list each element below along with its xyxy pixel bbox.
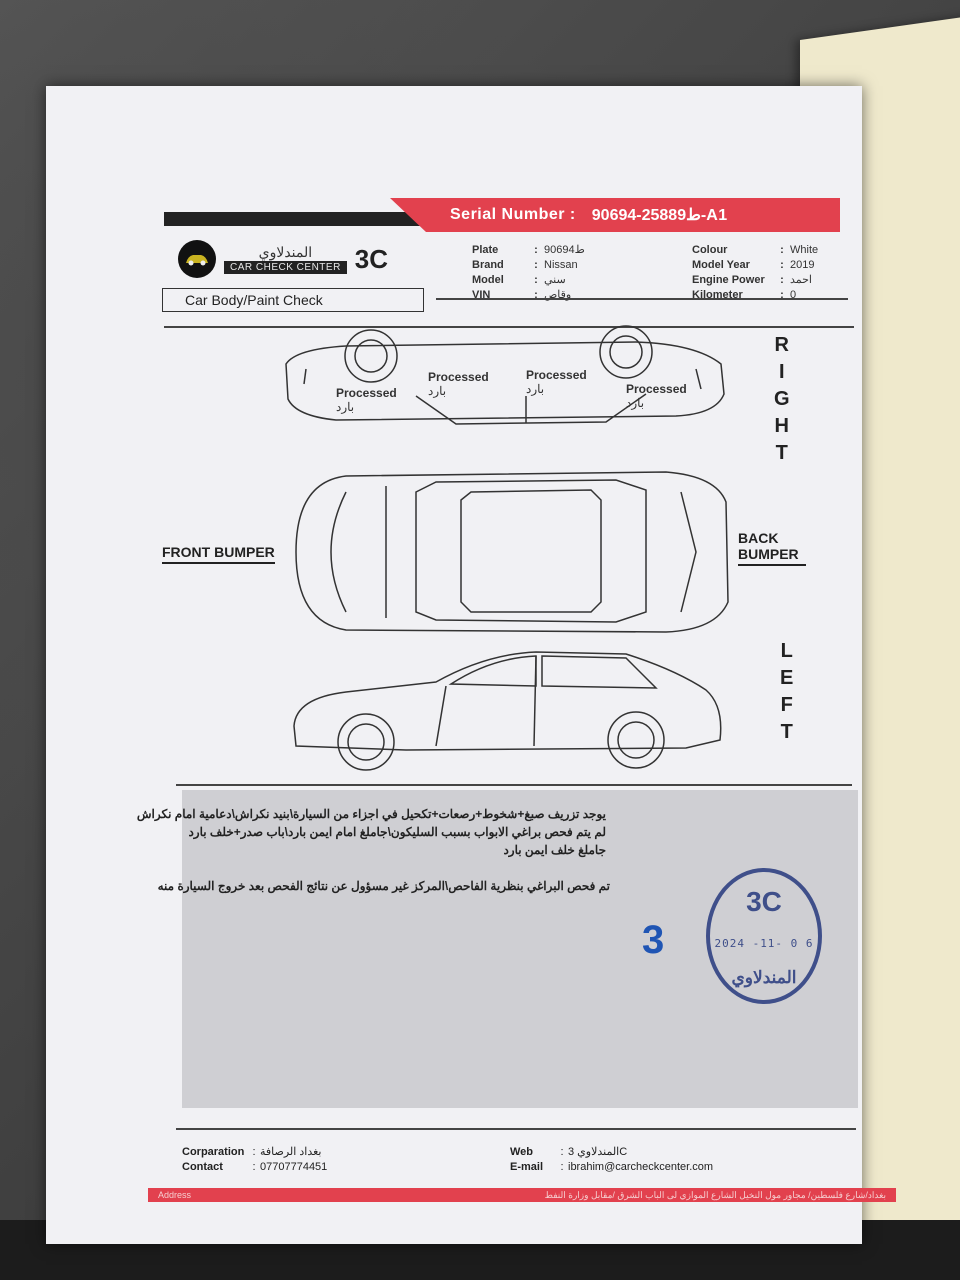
- company-logo: المندلاوي CAR CHECK CENTER 3C: [178, 236, 418, 282]
- car-right-side-diagram: [285, 325, 725, 425]
- info-key: Model Year: [692, 258, 750, 271]
- inspection-sheet: Serial Number : ط25889-90694-A1 المندلاو…: [46, 86, 896, 1244]
- car-emblem-icon: [178, 240, 216, 278]
- info-value: احمد: [790, 274, 812, 286]
- vehicle-info-right: Colour:White Model Year:2019 Engine Powe…: [692, 242, 818, 302]
- car-top-view-diagram: [295, 471, 729, 633]
- serial-value: ط25889-90694-A1: [591, 207, 728, 224]
- sheet-content: Serial Number : ط25889-90694-A1 المندلاو…: [106, 126, 896, 1206]
- logo-text: المندلاوي CAR CHECK CENTER: [224, 244, 347, 274]
- vehicle-info-left: Plate:ط90694 Brand:Nissan Model:سني VIN:…: [472, 242, 585, 302]
- info-key: Plate: [472, 243, 499, 256]
- footer-value: بغداد الرصافة: [260, 1146, 322, 1158]
- divider: [176, 784, 852, 786]
- header-black-bar: [164, 212, 424, 226]
- footer-key: E-mail: [510, 1160, 544, 1173]
- footer-key: Web: [510, 1145, 534, 1158]
- info-key: Kilometer: [692, 288, 743, 301]
- address-bar: Address بغداد/شارع فلسطين/ مجاور مول الن…: [148, 1188, 896, 1202]
- footer-value: ibrahim@carcheckcenter.com: [568, 1160, 714, 1173]
- info-value: ط90694: [544, 244, 585, 256]
- info-row: Model Year:2019: [692, 258, 815, 271]
- info-value: White: [790, 243, 819, 256]
- footer-value: 07707774451: [260, 1160, 328, 1173]
- processed-label: Processed: [336, 386, 397, 400]
- section-title: Car Body/Paint Check: [162, 288, 424, 312]
- back-bumper-label: BACK BUMPER: [738, 530, 806, 566]
- address-label: Address: [158, 1190, 192, 1200]
- company-stamp: 3C 2024 -11- 0 6 المندلاوي: [706, 868, 822, 1004]
- info-row: Kilometer:0: [692, 288, 797, 301]
- info-row: Brand:Nissan: [472, 258, 578, 271]
- footer-corporation: Corparation:بغداد الرصافة Contact:077077…: [182, 1145, 328, 1173]
- processed-arabic: بارد: [428, 384, 447, 398]
- serial-banner: Serial Number : ط25889-90694-A1: [390, 198, 840, 232]
- processed-arabic: بارد: [336, 400, 355, 414]
- footer-key: Corparation: [182, 1145, 245, 1158]
- serial-label: Serial Number :: [450, 206, 576, 223]
- footer-value: المندلاوي 3C: [568, 1146, 628, 1158]
- stamp-logo: 3C: [746, 886, 782, 917]
- info-value: Nissan: [544, 258, 578, 271]
- processed-arabic: بارد: [626, 396, 645, 410]
- processed-tag-2: Processed بارد: [428, 370, 489, 398]
- logo-english: CAR CHECK CENTER: [224, 261, 347, 274]
- info-value: 0: [790, 288, 797, 301]
- info-key: Colour: [692, 243, 728, 256]
- processed-arabic: بارد: [526, 382, 545, 396]
- processed-label: Processed: [626, 382, 687, 396]
- info-key: Brand: [472, 258, 504, 271]
- logo-3c: 3C: [354, 243, 389, 274]
- info-row: Model:سني: [472, 273, 566, 287]
- car-left-side-diagram: [293, 651, 722, 771]
- divider: [436, 298, 848, 300]
- note-line-3: جاملغ خلف ايمن بارد: [503, 843, 606, 857]
- note-line-1: يوجد تزريف صبغ+شخوط+رصعات+تكحيل في اجزاء…: [136, 807, 606, 821]
- processed-label: Processed: [526, 368, 587, 382]
- front-bumper-label: FRONT BUMPER: [162, 544, 275, 564]
- info-key: Model: [472, 273, 504, 286]
- processed-label: Processed: [428, 370, 489, 384]
- info-key: VIN: [472, 288, 491, 301]
- info-value: سني: [544, 274, 566, 286]
- note-line-4: تم فحص البراغي بنظرية الفاحص\المركز غير …: [157, 879, 610, 893]
- logo-arabic: المندلاوي: [258, 244, 313, 260]
- stamp-signature: المندلاوي: [731, 968, 797, 987]
- processed-tag-1: Processed بارد: [336, 386, 397, 414]
- processed-tag-3: Processed بارد: [526, 368, 587, 396]
- right-side-label: R I G H T: [774, 334, 790, 464]
- info-row: Colour:White: [692, 243, 819, 256]
- divider: [164, 326, 854, 328]
- processed-tag-4: Processed بارد: [626, 382, 687, 410]
- stamp-date: 2024 -11- 0 6: [714, 936, 814, 950]
- address-value: بغداد/شارع فلسطين/ مجاور مول النخيل الشا…: [544, 1189, 886, 1200]
- divider: [176, 1128, 856, 1130]
- note-line-2: لم يتم فحص براغي الابواب بسبب السليكون\ج…: [188, 825, 606, 839]
- left-side-label: L E F T: [780, 640, 794, 743]
- inspector-mark: 3: [642, 918, 665, 962]
- info-value: 2019: [790, 258, 815, 271]
- info-row: Plate:ط90694: [472, 243, 585, 257]
- footer-web: Web:المندلاوي 3C E-mail:ibrahim@carcheck…: [510, 1145, 714, 1173]
- info-key: Engine Power: [692, 273, 765, 286]
- footer-key: Contact: [182, 1160, 223, 1173]
- info-row: Engine Power:احمد: [692, 273, 812, 287]
